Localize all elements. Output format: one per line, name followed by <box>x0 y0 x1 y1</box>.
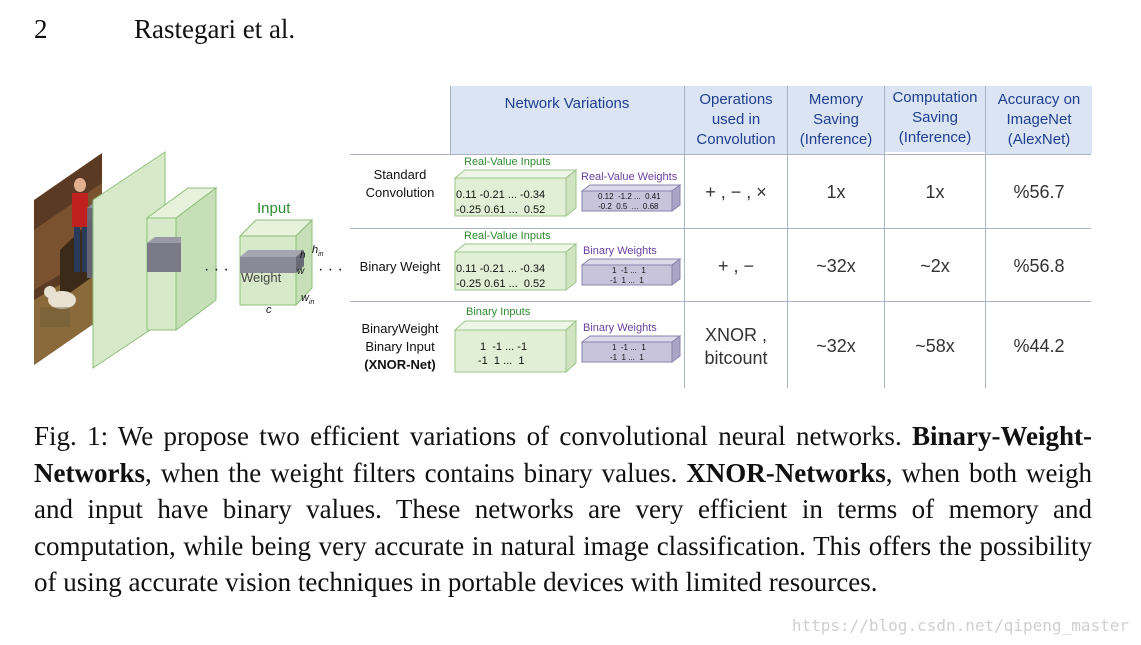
photo-panel <box>34 153 117 365</box>
row2-weight-line2: -1 1 ... 1 <box>610 276 644 285</box>
table-vline <box>985 86 986 388</box>
dim-hin-label: hin <box>312 244 324 259</box>
row1-input-line1: 0.11 -0.21 ... -0.34 <box>456 189 546 201</box>
header-accuracy: Accuracy on ImageNet (AlexNet) <box>986 86 1092 154</box>
row1-computation: 1x <box>925 182 945 202</box>
row1-input-label: Real-Value Inputs <box>464 156 551 168</box>
row2-input-label: Real-Value Inputs <box>464 230 551 242</box>
input-block <box>238 218 314 307</box>
figure-1: · · · · · · Input Weight h w c hin win N… <box>34 86 1092 388</box>
ellipsis-left: · · · <box>204 261 229 278</box>
row2-input-line2: -0.25 0.61 ... 0.52 <box>456 278 546 290</box>
header-network-variations: Network Variations <box>450 86 684 154</box>
header-operations: Operations used in Convolution <box>685 86 787 154</box>
row-xnor-net-label: BinaryWeight Binary Input (XNOR-Net) <box>361 321 439 372</box>
feature-map-2 <box>145 187 218 331</box>
table-vline <box>884 86 885 388</box>
row-standard-convolution-label: Standard Convolution <box>365 167 435 200</box>
row1-memory: 1x <box>826 182 846 202</box>
binary-weight-tensor <box>580 258 682 286</box>
row3-weight-line2: -1 1 ... 1 <box>610 353 644 362</box>
row3-input-line1: 1 -1 ... -1 <box>480 341 528 353</box>
header-computation-saving: Computation Saving (Inference) <box>885 86 985 152</box>
row3-operations: XNOR , bitcount <box>704 325 768 368</box>
row2-operations: + , − <box>717 256 755 276</box>
table-hline <box>350 301 1091 302</box>
row2-input-line1: 0.11 -0.21 ... -0.34 <box>456 263 546 275</box>
header-memory-saving: Memory Saving (Inference) <box>788 86 884 154</box>
real-input-tensor <box>453 168 578 218</box>
running-header-authors: Rastegari et al. <box>134 14 296 44</box>
input-label: Input <box>257 200 291 217</box>
row2-weight-label: Binary Weights <box>583 245 657 257</box>
real-weight-tensor <box>580 184 682 212</box>
row3-accuracy: %44.2 <box>1013 336 1065 356</box>
figure-caption: Fig. 1: We propose two efficient variati… <box>34 421 1092 597</box>
row3-input-line2: -1 1 ... 1 <box>478 355 525 367</box>
row1-input-line2: -0.25 0.61 ... 0.52 <box>456 204 546 216</box>
cnn-illustration: · · · · · · <box>34 151 343 369</box>
row3-weight-label: Binary Weights <box>583 322 657 334</box>
dim-h-label: h <box>300 250 306 261</box>
dim-win-label: win <box>301 292 315 307</box>
row2-accuracy: %56.8 <box>1013 256 1065 276</box>
row2-weight-line1: 1 -1 ... 1 <box>612 266 646 275</box>
table-hline <box>350 154 1091 155</box>
row3-memory: ~32x <box>816 336 856 356</box>
table-hline <box>350 228 1091 229</box>
page-number: 2 <box>34 14 48 44</box>
row2-memory: ~32x <box>816 256 856 276</box>
weight-label: Weight <box>241 270 282 285</box>
row1-weight-line2: -0.2 0.5 ... 0.68 <box>598 202 659 211</box>
real-input-tensor-2 <box>453 242 578 292</box>
row2-computation: ~2x <box>920 256 950 276</box>
binary-weight-tensor-2 <box>580 335 682 363</box>
row3-input-label: Binary Inputs <box>466 306 531 318</box>
row3-computation: ~58x <box>915 336 955 356</box>
row3-weight-line1: 1 -1 ... 1 <box>612 343 646 352</box>
table-vline <box>787 86 788 388</box>
table-vline <box>684 86 685 388</box>
table-vline <box>450 86 451 154</box>
row-binary-weight-label: Binary Weight <box>359 259 441 274</box>
binary-input-tensor <box>453 319 578 374</box>
row1-weight-line1: 0.12 -1.2 ... 0.41 <box>598 192 661 201</box>
dim-c-label: c <box>266 304 272 316</box>
row1-operations: + , − , × <box>705 182 767 202</box>
dim-w-label: w <box>297 266 305 277</box>
row1-weight-label: Real-Value Weights <box>581 171 678 183</box>
row1-accuracy: %56.7 <box>1013 182 1065 202</box>
watermark: https://blog.csdn.net/qipeng_master <box>791 616 1129 635</box>
ellipsis-right: · · · <box>318 261 343 278</box>
